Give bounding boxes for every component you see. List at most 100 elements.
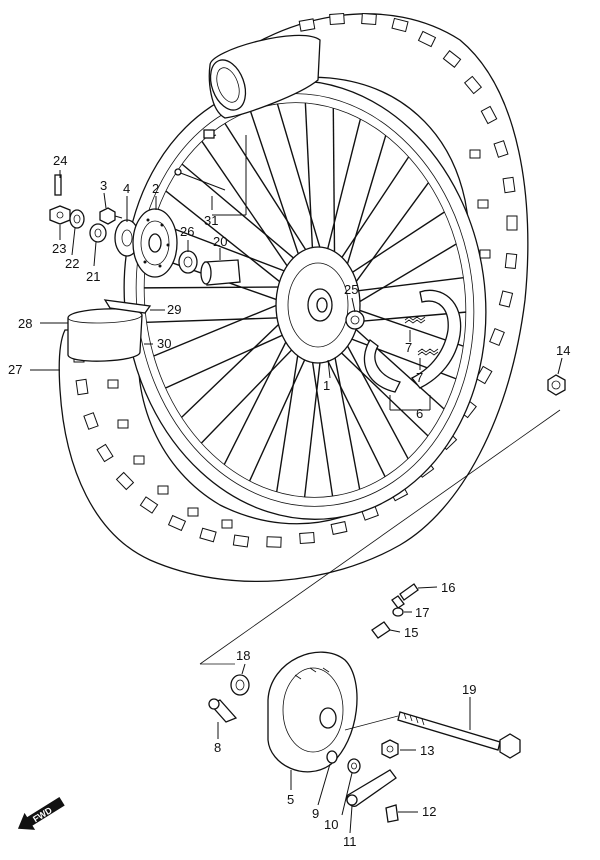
- spoke: [201, 140, 299, 283]
- spoke: [276, 332, 302, 492]
- callout-11: 11: [343, 834, 357, 849]
- spoke: [200, 335, 306, 444]
- callout-4: 4: [123, 181, 130, 196]
- bolt-3: [99, 207, 123, 225]
- spoke: [146, 316, 294, 323]
- callout-22: 22: [65, 256, 79, 271]
- cable-adjuster-16: [391, 583, 419, 609]
- brake-panel: [267, 651, 358, 773]
- spoke: [303, 340, 324, 498]
- spoke: [337, 327, 409, 460]
- callout-13: 13: [420, 743, 434, 758]
- callout-7-lower: 7: [416, 370, 423, 385]
- tube: [208, 34, 321, 119]
- brake-lever-11: [346, 769, 397, 807]
- callout-20: 20: [213, 234, 227, 249]
- spoke: [153, 298, 293, 357]
- spoke: [326, 338, 429, 437]
- brake-shoe-lower: [363, 339, 401, 393]
- spoke: [317, 340, 386, 477]
- callout-19: 19: [462, 682, 476, 697]
- spring-7-upper: [404, 316, 426, 324]
- spoke: [332, 108, 336, 278]
- brake-disc-2: [132, 208, 178, 278]
- spoke: [342, 277, 464, 294]
- spoke-pin: [54, 174, 62, 196]
- callout-23: 23: [52, 241, 66, 256]
- callout-15: 15: [404, 625, 418, 640]
- spring-7-lower: [417, 348, 439, 356]
- rim-band: [67, 299, 152, 362]
- callout-9: 9: [312, 806, 319, 821]
- washer-10: [347, 758, 361, 774]
- spoke: [308, 338, 334, 497]
- callout-numbers: 24 3 4 2 31 26 20 23 22 21 25 29 28 30 7…: [8, 153, 570, 849]
- callout-21: 21: [86, 269, 100, 284]
- spoke: [165, 327, 299, 389]
- spoke: [343, 243, 457, 312]
- nut-13: [381, 739, 399, 759]
- callout-12: 12: [422, 804, 436, 819]
- spoke: [339, 135, 387, 288]
- callout-29: 29: [167, 302, 181, 317]
- callout-18: 18: [236, 648, 250, 663]
- spoke: [153, 220, 302, 279]
- nut-23: [49, 205, 71, 225]
- spoke: [337, 211, 445, 283]
- spoke: [330, 156, 410, 275]
- spoke: [330, 336, 361, 490]
- spokes: [144, 103, 466, 498]
- callout-28: 28: [18, 316, 32, 331]
- washer-9: [326, 750, 338, 764]
- collar-20: [200, 259, 241, 286]
- brake-shoe-upper: [410, 289, 462, 389]
- spoke: [341, 316, 445, 410]
- spoke: [249, 110, 306, 275]
- callout-2: 2: [152, 181, 159, 196]
- tire: [58, 12, 529, 583]
- spoke: [181, 310, 293, 418]
- leader-lines: [30, 135, 563, 834]
- callout-30: 30: [157, 336, 171, 351]
- callout-3: 3: [100, 178, 107, 193]
- exploded-frame: [199, 409, 561, 665]
- spoke: [249, 340, 315, 482]
- spoke: [223, 322, 297, 465]
- washer-17: [392, 607, 404, 617]
- callout-7-upper: 7: [405, 340, 412, 355]
- callout-27: 27: [8, 362, 22, 377]
- callout-14: 14: [556, 343, 570, 358]
- callout-17: 17: [415, 605, 429, 620]
- bolt-8: [208, 698, 238, 723]
- callout-16: 16: [441, 580, 455, 595]
- seal-18: [230, 674, 250, 696]
- callout-25: 25: [344, 282, 358, 297]
- spoke: [224, 122, 319, 270]
- spoke: [321, 118, 362, 270]
- spacer-26: [178, 250, 198, 274]
- callout-26: 26: [180, 224, 194, 239]
- bolt-12: [385, 804, 399, 823]
- spoke: [276, 103, 328, 272]
- washer-22: [69, 209, 85, 229]
- fwd-arrow-badge: FWD: [17, 796, 65, 830]
- callout-5: 5: [287, 792, 294, 807]
- spoke-nipple-31: [174, 129, 226, 191]
- spacer-21: [89, 223, 107, 243]
- spoke: [144, 286, 296, 289]
- spoke: [343, 304, 464, 347]
- axle-19: [344, 711, 521, 759]
- spoke: [304, 103, 315, 270]
- hub: [275, 246, 365, 364]
- callout-10: 10: [324, 817, 338, 832]
- callout-8: 8: [214, 740, 221, 755]
- tire-tread: [73, 12, 518, 548]
- callout-31: 31: [204, 213, 218, 228]
- callout-1: 1: [323, 378, 330, 393]
- spoke: [165, 190, 294, 294]
- callout-6: 6: [416, 406, 423, 421]
- spoke: [343, 182, 430, 300]
- callout-24: 24: [53, 153, 67, 168]
- nut-15: [371, 621, 391, 639]
